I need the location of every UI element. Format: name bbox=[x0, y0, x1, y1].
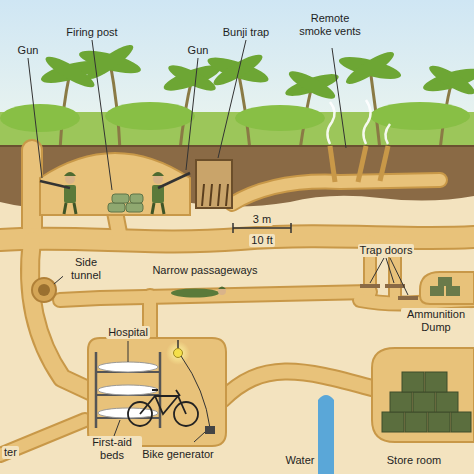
store-room bbox=[372, 348, 474, 442]
callout-label: Firing post bbox=[66, 26, 117, 39]
callout-label: ter bbox=[2, 446, 19, 459]
callout-label: Gun bbox=[188, 44, 209, 57]
bunji-trap bbox=[196, 160, 232, 208]
water bbox=[318, 395, 334, 474]
soldier bbox=[152, 172, 190, 214]
callout-label: Hospital bbox=[106, 326, 150, 339]
callout-label: 3 m bbox=[251, 213, 273, 226]
bunk-beds bbox=[96, 352, 160, 428]
callout-label: Store room bbox=[385, 454, 443, 467]
callout-label: Bunji trap bbox=[223, 26, 269, 39]
lamp bbox=[166, 340, 210, 428]
callout-label: Water bbox=[284, 454, 317, 467]
callout-label: Narrow passageways bbox=[150, 264, 259, 277]
crates bbox=[382, 372, 471, 432]
callout-label: Side tunnel bbox=[63, 256, 109, 282]
tunnels bbox=[0, 150, 474, 455]
crawling-soldier bbox=[171, 287, 226, 298]
callout-label: 10 ft bbox=[249, 234, 274, 247]
firing-post bbox=[40, 153, 190, 215]
bicycle bbox=[128, 390, 198, 426]
callout-label: Remote smoke vents bbox=[295, 12, 365, 38]
callout-label: First-aid beds bbox=[82, 436, 142, 462]
topsoil bbox=[0, 146, 474, 208]
ammo-boxes bbox=[430, 277, 460, 296]
callout-label: Bike generator bbox=[140, 448, 216, 461]
callout-label: Gun bbox=[18, 44, 39, 57]
soldier bbox=[40, 172, 76, 214]
callout-label: Trap doors bbox=[358, 244, 415, 257]
sandbags bbox=[108, 194, 143, 212]
side-tunnel bbox=[32, 278, 56, 302]
smoke-vents bbox=[330, 146, 388, 182]
ammunition-dump bbox=[420, 272, 474, 304]
callout-label: Ammunition Dump bbox=[401, 308, 471, 334]
trap-doors bbox=[360, 284, 418, 300]
smoke bbox=[327, 100, 390, 144]
generator bbox=[205, 426, 215, 434]
leader-lines bbox=[28, 40, 408, 442]
palm-trees bbox=[0, 40, 474, 152]
hospital-room bbox=[88, 338, 226, 446]
